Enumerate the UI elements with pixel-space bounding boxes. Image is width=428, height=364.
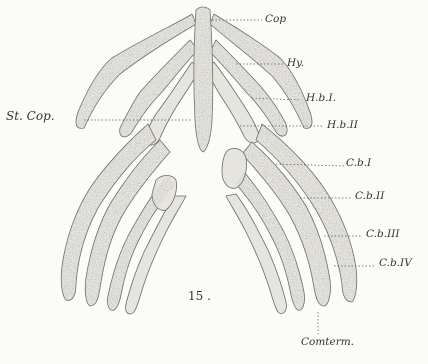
label-ceratobranchial-2: C.b.II [355, 191, 384, 202]
label-copula: Cop [265, 14, 286, 25]
label-hypobranchial-1: H.b.I. [306, 93, 336, 104]
label-hyale: Hy. [287, 58, 304, 69]
label-stylus-copulae: St. Cop. [6, 110, 55, 122]
label-hypobranchial-2: H.b.II [327, 120, 358, 131]
label-ceratobranchial-3: C.b.III [366, 229, 400, 240]
label-ceratobranchial-4: C.b.IV [379, 258, 412, 269]
label-commissura-terminalis: Comterm. [301, 337, 354, 348]
label-ceratobranchial-1: C.b.I [346, 158, 371, 169]
figure-number: 15 . [188, 290, 211, 302]
